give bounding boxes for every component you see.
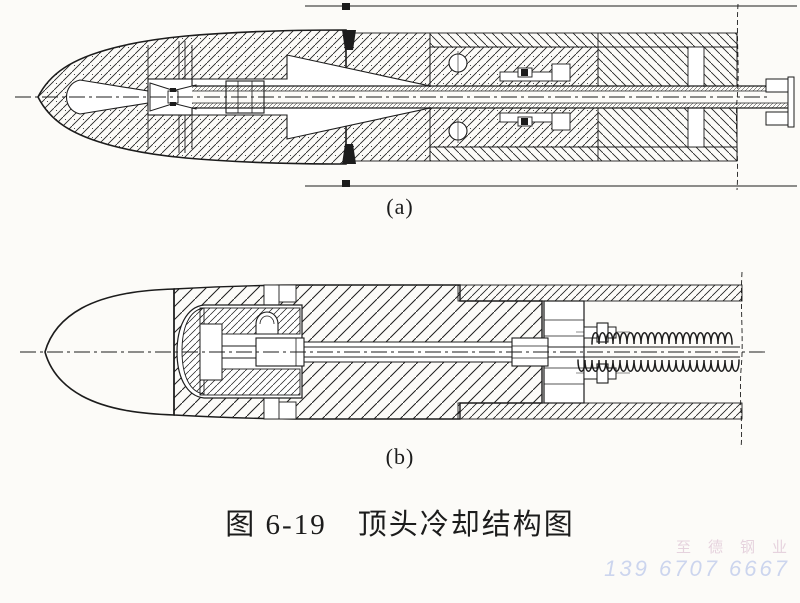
shell-pin-bottom [342, 180, 350, 187]
valve-fittings-a [499, 63, 571, 131]
watermark: 至德钢业 139 6707 6667 [604, 539, 790, 581]
drawing-b [20, 271, 765, 449]
mandrel-body-section-a [345, 32, 738, 162]
sub-figure-label-a: (a) [386, 194, 414, 219]
coil-spring-b [577, 332, 740, 372]
watermark-company: 至德钢业 [675, 539, 800, 556]
flange-b [543, 300, 585, 404]
shell-strips-b [457, 284, 743, 420]
collar-nut-b [255, 311, 279, 335]
cooling-water-tube-a [192, 76, 795, 128]
tube-coupling-a [765, 78, 789, 93]
sub-figure-label-b: (b) [385, 444, 415, 469]
break-line-a [735, 3, 739, 191]
watermark-phone: 139 6707 6667 [604, 555, 790, 581]
figure-caption: 图 6-19 顶头冷却结构图 [225, 509, 575, 541]
shell-pin-top [342, 3, 350, 10]
drawing-a [15, 3, 797, 191]
seal-pins-a [342, 30, 356, 164]
outer-shell-lines-a [305, 3, 797, 187]
break-line-b [739, 271, 743, 449]
cross-holes-a [448, 51, 468, 143]
